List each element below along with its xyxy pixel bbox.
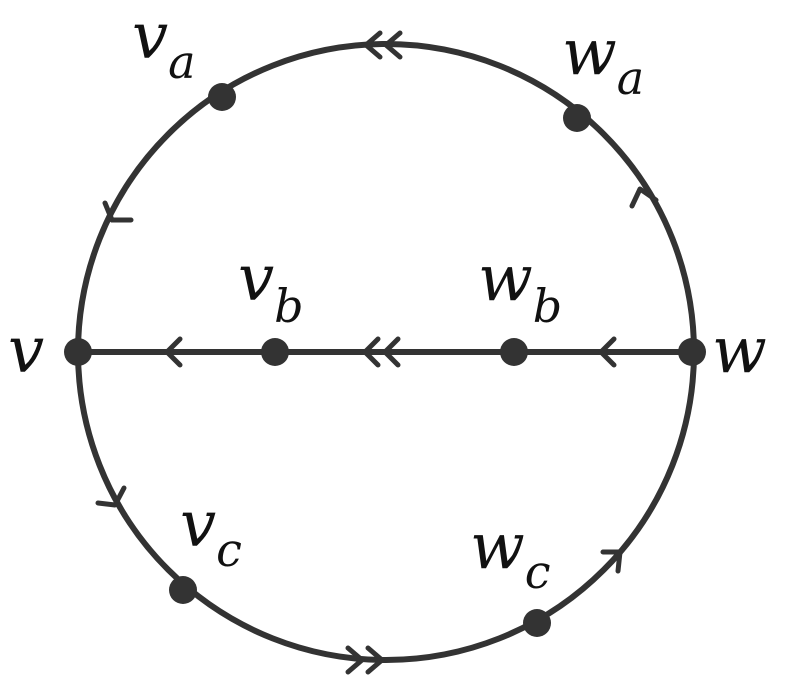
label-w-a: wa xyxy=(562,16,644,105)
label-v-b: vb xyxy=(238,242,304,333)
node-w xyxy=(678,338,706,366)
arrow-middle-double xyxy=(362,336,401,368)
arrow-lower-right xyxy=(600,549,623,574)
node-v-c xyxy=(169,576,197,604)
label-v-c: vc xyxy=(180,488,242,577)
label-v: v xyxy=(8,314,44,388)
arrow-upper-right xyxy=(629,186,659,209)
node-v-a xyxy=(208,83,236,111)
label-v-a: va xyxy=(132,0,196,89)
arrow-top-double xyxy=(363,30,403,60)
label-w: w xyxy=(712,314,767,388)
arrow-upper-left xyxy=(102,200,134,223)
arrow-middle-right xyxy=(598,336,617,368)
node-v-b xyxy=(261,338,289,366)
arrow-bottom-double xyxy=(345,645,385,675)
node-v xyxy=(64,338,92,366)
node-w-a xyxy=(563,104,591,132)
arrow-lower-left xyxy=(95,485,127,508)
label-w-b: wb xyxy=(478,242,562,333)
arrow-middle-left xyxy=(164,336,183,368)
node-w-b xyxy=(500,338,528,366)
node-w-c xyxy=(523,609,551,637)
label-w-c: wc xyxy=(470,510,551,599)
